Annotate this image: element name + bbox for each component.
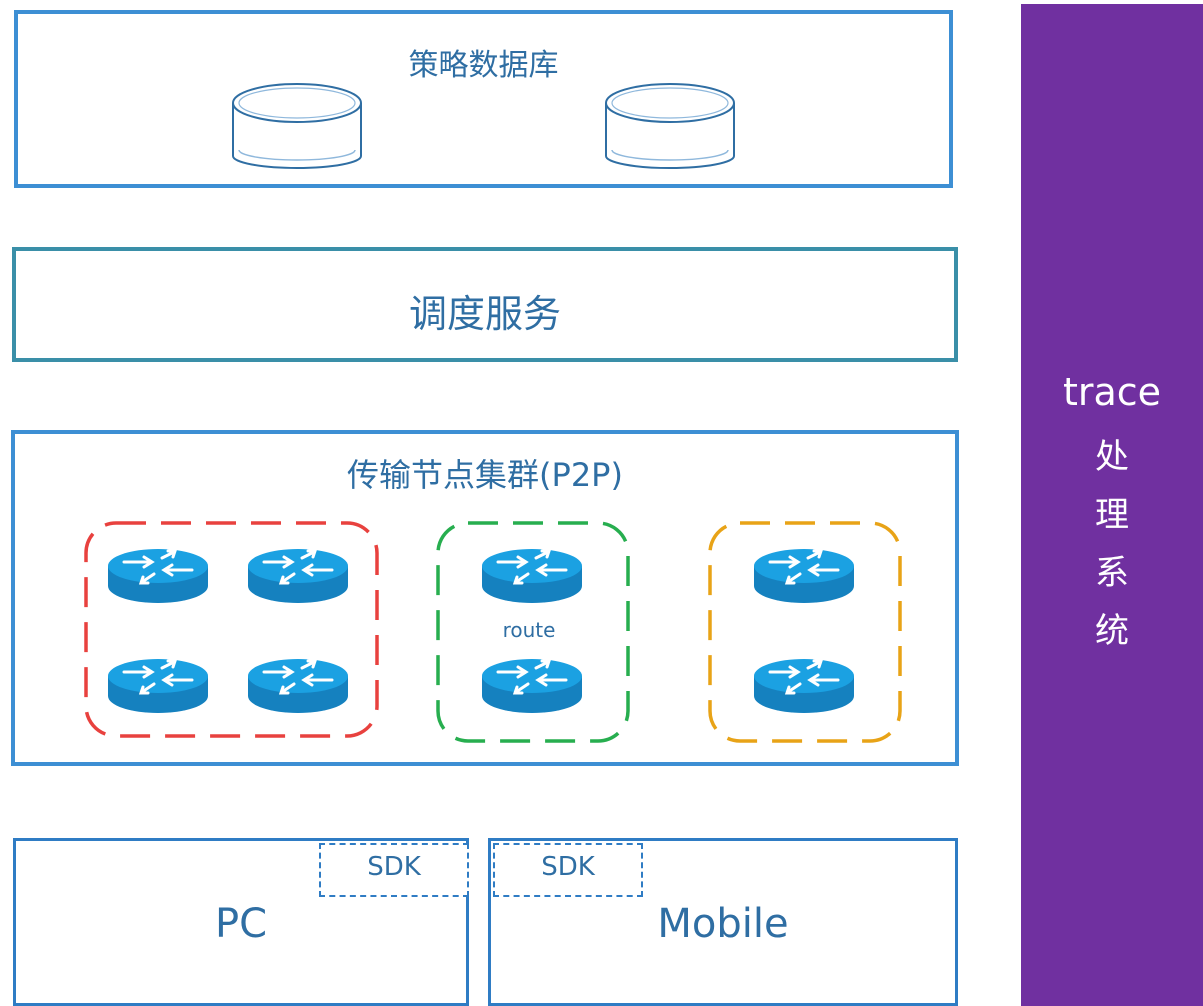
database-icon <box>605 83 735 169</box>
transport-cluster-title: 传输节点集群(P2P) <box>347 456 623 494</box>
mobile-client-box: SDK Mobile <box>488 838 958 1006</box>
mobile-sdk-box: SDK <box>493 843 643 897</box>
router-icon <box>248 549 348 603</box>
router-icon <box>108 659 208 713</box>
pc-label: PC <box>214 901 268 947</box>
route-label: route <box>503 618 556 642</box>
pc-sdk-box: SDK <box>319 843 469 897</box>
policy-database-title: 策略数据库 <box>408 48 559 83</box>
scheduling-service-title: 调度服务 <box>408 292 561 336</box>
trace-char: 处 <box>1095 437 1129 477</box>
router-group-red <box>84 521 379 738</box>
trace-system-panel: trace 处 理 系 统 <box>1021 4 1203 1006</box>
policy-database-box: 策略数据库 <box>14 10 953 188</box>
database-icon <box>232 83 362 169</box>
router-icon <box>482 659 582 713</box>
trace-subtitle: 处 理 系 统 <box>1021 428 1203 660</box>
router-icon <box>482 549 582 603</box>
router-group-orange <box>708 521 902 743</box>
pc-client-box: SDK PC <box>13 838 469 1006</box>
router-icon <box>108 549 208 603</box>
router-icon <box>754 659 854 713</box>
trace-char: 统 <box>1095 611 1129 651</box>
mobile-label: Mobile <box>657 901 789 947</box>
scheduling-service-box: 调度服务 <box>12 247 958 362</box>
trace-title: trace <box>1062 370 1162 414</box>
router-icon <box>754 549 854 603</box>
trace-char: 理 <box>1095 495 1129 535</box>
router-icon <box>248 659 348 713</box>
router-group-green <box>436 521 630 743</box>
trace-char: 系 <box>1095 553 1129 593</box>
